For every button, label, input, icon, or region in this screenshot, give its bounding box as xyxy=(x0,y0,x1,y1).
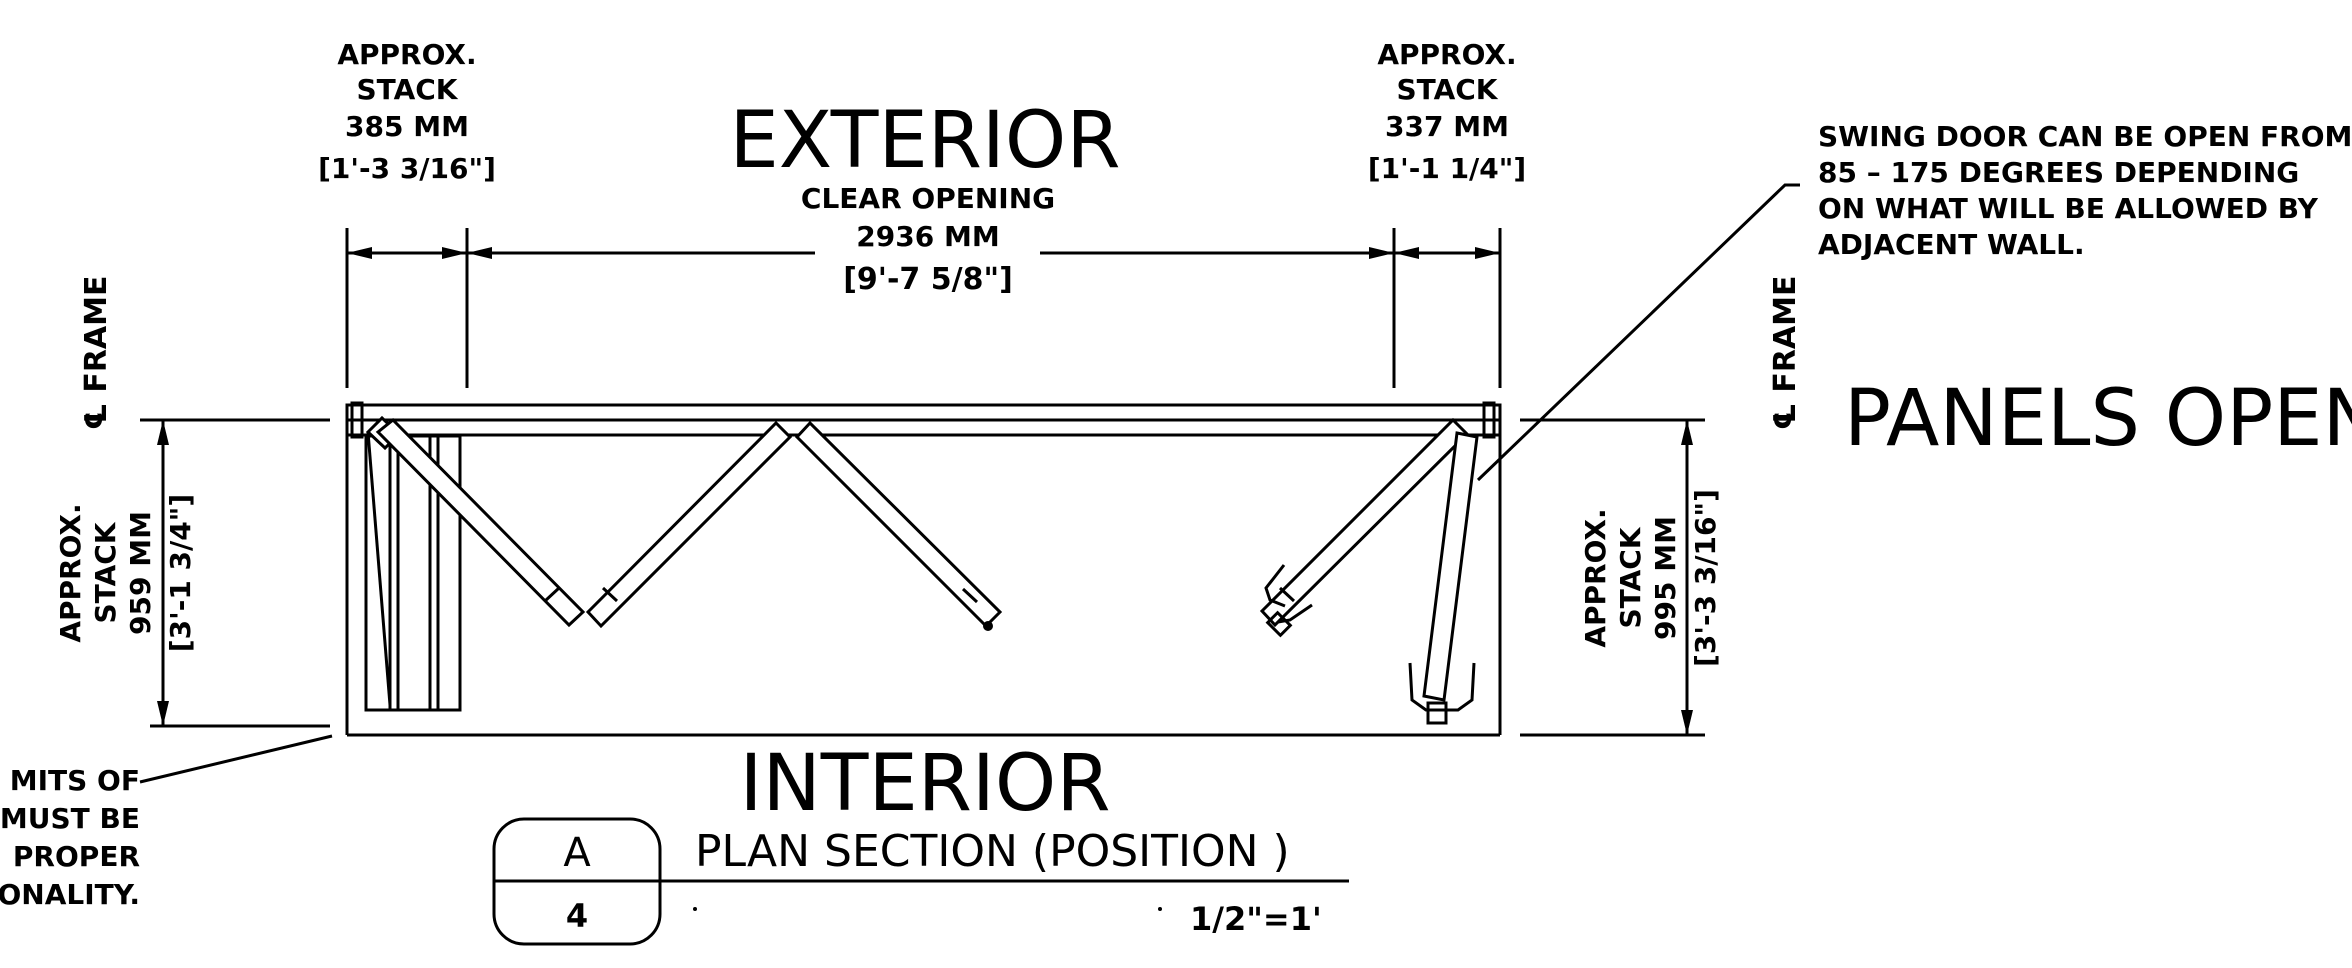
frame-right-label: ℄ FRAME xyxy=(1768,276,1803,430)
svg-text:STACK: STACK xyxy=(1396,73,1498,106)
side-dimensions xyxy=(157,420,1693,735)
section-tag: A 4 PLAN SECTION (POSITION ) 1/2"=1' xyxy=(492,817,1349,946)
svg-text:CLEAR OPENING: CLEAR OPENING xyxy=(801,182,1055,215)
svg-text:MUST BE: MUST BE xyxy=(0,802,140,835)
svg-text:STACK: STACK xyxy=(356,73,458,106)
top-dimensions xyxy=(345,228,1502,388)
folding-panels xyxy=(375,417,1470,631)
interior-label: INTERIOR xyxy=(739,739,1110,829)
svg-text:ADJACENT WALL.: ADJACENT WALL. xyxy=(1818,228,2085,261)
svg-text:995 MM: 995 MM xyxy=(1649,516,1682,640)
swing-door-note: SWING DOOR CAN BE OPEN FROM 85 – 175 DEG… xyxy=(1818,120,2352,261)
stack-right-side-label: APPROX. STACK 995 MM [3'-3 3/16"] xyxy=(1579,489,1722,667)
svg-text:APPROX.: APPROX. xyxy=(1579,508,1612,647)
svg-text:[3'-1 3/4"]: [3'-1 3/4"] xyxy=(164,494,197,652)
svg-text:ON WHAT WILL BE ALLOWED BY: ON WHAT WILL BE ALLOWED BY xyxy=(1818,192,2319,225)
exterior-label: EXTERIOR xyxy=(729,96,1120,186)
scale-label: 1/2"=1' xyxy=(1190,900,1322,938)
svg-text:ONALITY.: ONALITY. xyxy=(0,878,140,911)
svg-text:STACK: STACK xyxy=(89,521,122,623)
svg-text:85 – 175 DEGREES DEPENDING: 85 – 175 DEGREES DEPENDING xyxy=(1818,156,2299,189)
svg-text:[1'-1 1/4"]: [1'-1 1/4"] xyxy=(1368,152,1526,185)
svg-text:SWING DOOR CAN BE OPEN FROM: SWING DOOR CAN BE OPEN FROM xyxy=(1818,120,2352,153)
section-title: PLAN SECTION (POSITION ) xyxy=(695,826,1290,877)
svg-text:385 MM: 385 MM xyxy=(345,110,469,143)
svg-text:959 MM: 959 MM xyxy=(124,511,157,635)
svg-text:[9'-7 5/8"]: [9'-7 5/8"] xyxy=(843,262,1013,297)
svg-text:MITS OF: MITS OF xyxy=(10,764,140,797)
svg-text:APPROX.: APPROX. xyxy=(337,38,476,71)
stack-left-top-label: APPROX. STACK 385 MM [1'-3 3/16"] xyxy=(318,38,496,185)
svg-text:337 MM: 337 MM xyxy=(1385,110,1509,143)
svg-text:[1'-3 3/16"]: [1'-3 3/16"] xyxy=(318,152,496,185)
leader-lines xyxy=(139,183,1800,784)
section-letter: A xyxy=(563,830,591,876)
left-limits-note: MITS OF MUST BE PROPER ONALITY. xyxy=(0,764,140,911)
svg-text:PROPER: PROPER xyxy=(13,840,140,873)
svg-text:[3'-3 3/16"]: [3'-3 3/16"] xyxy=(1689,489,1722,667)
svg-text:APPROX.: APPROX. xyxy=(1377,38,1516,71)
swing-door xyxy=(1264,431,1479,725)
svg-text:2936 MM: 2936 MM xyxy=(856,220,999,253)
frame-left-label: ℄ FRAME xyxy=(79,276,114,430)
panels-open-label: PANELS OPEN xyxy=(1844,374,2352,464)
stack-right-top-label: APPROX. STACK 337 MM [1'-1 1/4"] xyxy=(1368,38,1526,185)
svg-text:STACK: STACK xyxy=(1614,526,1647,628)
svg-text:APPROX.: APPROX. xyxy=(54,503,87,642)
frame-centerlines xyxy=(140,418,1705,737)
sheet-number: 4 xyxy=(566,897,588,935)
stack-left-side-label: APPROX. STACK 959 MM [3'-1 3/4"] xyxy=(54,494,197,652)
clear-opening-label: CLEAR OPENING 2936 MM [9'-7 5/8"] xyxy=(801,182,1055,297)
